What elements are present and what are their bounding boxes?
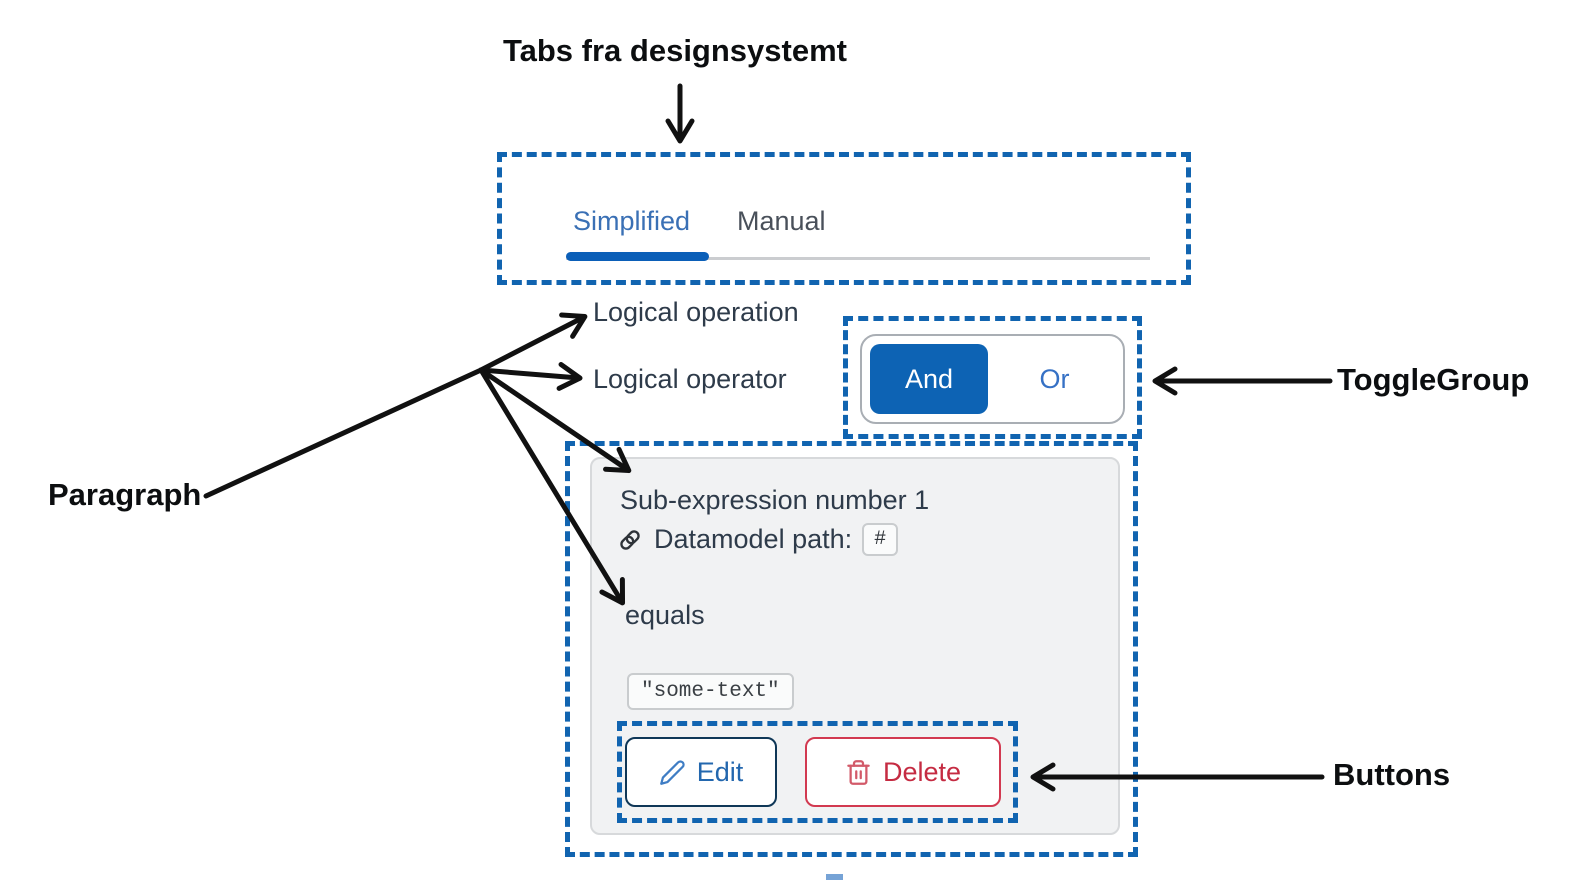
pencil-icon [659, 759, 685, 785]
annotation-buttons-label: Buttons [1333, 757, 1451, 792]
tab-simplified[interactable]: Simplified [573, 206, 691, 236]
datamodel-path-badge: # [862, 523, 899, 556]
toggle-option-and[interactable]: And [870, 344, 988, 414]
toggle-option-or[interactable]: Or [992, 344, 1117, 414]
annotation-togglegroup-label: ToggleGroup [1337, 362, 1530, 397]
cropped-dash-fragment [826, 874, 843, 880]
togglegroup-highlight-box [843, 316, 1142, 439]
arrow-to-logical-operation [478, 312, 588, 373]
logical-operation-heading: Logical operation [593, 297, 799, 327]
expression-operator-text: equals [625, 600, 705, 630]
trash-icon [847, 759, 870, 785]
tabs-divider-line [566, 257, 1150, 260]
edit-button[interactable]: Edit [625, 737, 777, 807]
buttons-highlight-box [617, 721, 1018, 823]
expression-value-badge: "some-text" [627, 673, 794, 710]
annotation-tabs-label: Tabs fra designsystemt [503, 33, 847, 68]
logical-operator-label: Logical operator [593, 364, 787, 394]
datamodel-path-row: Datamodel path: # [616, 523, 899, 556]
active-tab-indicator [566, 252, 709, 261]
subexpression-highlight-box [565, 441, 1138, 857]
edit-button-label: Edit [696, 756, 744, 787]
tabs-highlight-box [497, 152, 1191, 285]
subexpression-title: Sub-expression number 1 [620, 485, 930, 515]
paragraph-arrow-trunk [203, 367, 484, 499]
arrow-to-logical-operator [478, 361, 583, 391]
tab-manual[interactable]: Manual [737, 206, 826, 236]
datamodel-path-label: Datamodel path: [654, 524, 853, 554]
annotation-paragraph-label: Paragraph [48, 477, 202, 512]
delete-button-label: Delete [882, 756, 962, 787]
logical-operator-togglegroup: And Or [860, 334, 1125, 424]
delete-button[interactable]: Delete [805, 737, 1001, 807]
